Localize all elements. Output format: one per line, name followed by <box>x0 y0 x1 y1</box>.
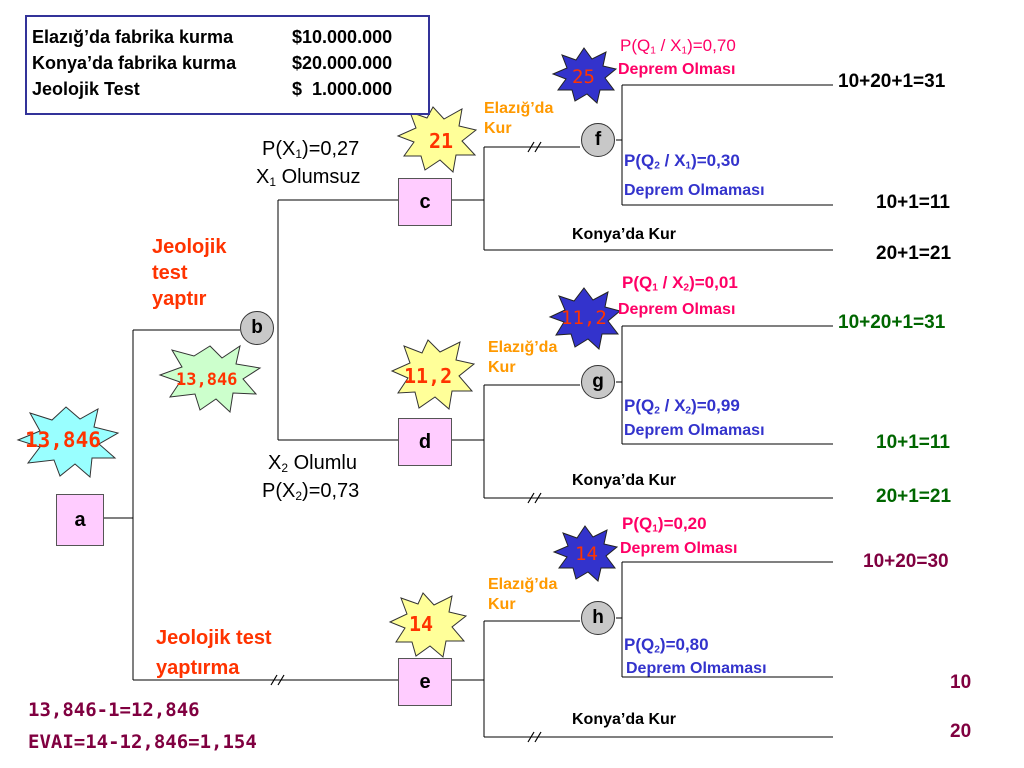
outcome-c3: 20+1=21 <box>876 243 952 264</box>
cost-info-box: Elazığ’da fabrika kurma $10.000.000 Kony… <box>25 15 430 115</box>
info-label: Konya’da fabrika kurma <box>32 53 237 73</box>
decision-node-c: c <box>398 178 452 226</box>
x1-label: X1 Olumsuz <box>256 166 361 189</box>
info-amount: $ 1.000.000 <box>292 79 393 99</box>
probability-f-q2: P(Q2 / X1)=0,30 <box>624 151 740 172</box>
info-amount: $10.000.000 <box>292 27 393 47</box>
info-label: Jeolojik Test <box>32 79 140 99</box>
footer-line-2: EVAI=14-12,846=1,154 <box>28 731 257 753</box>
star-value-root: 13,846 <box>25 428 101 452</box>
outcome-d2: 10+1=11 <box>876 432 950 453</box>
branch-label-test: Jeolojik test yaptır <box>152 234 226 312</box>
x2-label: X2 Olumlu <box>268 452 357 475</box>
branch-label-line: test <box>152 262 188 284</box>
star-d <box>390 339 476 410</box>
event-h-q1: Deprem Olması <box>620 540 738 557</box>
star-f <box>551 47 618 104</box>
outcome-c1: 10+20+1=31 <box>838 71 946 92</box>
footer-line-1: 13,846-1=12,846 <box>28 699 200 721</box>
konya-label-d: Konya’da Kur <box>572 472 677 489</box>
event-f-q2: Deprem Olmaması <box>624 182 765 199</box>
event-g-q1: Deprem Olması <box>618 301 736 318</box>
event-f-q1: Deprem Olması <box>618 61 736 78</box>
outcome-d1: 10+20+1=31 <box>838 312 946 333</box>
star-value-e: 14 <box>409 612 434 636</box>
info-label: Elazığ’da fabrika kurma <box>32 27 234 47</box>
star-h <box>552 525 619 582</box>
star-value-d: 11,2 <box>404 364 453 388</box>
branch-label-line: yaptırma <box>156 657 240 679</box>
probability-g-q2: P(Q2 / X2)=0,99 <box>624 396 740 417</box>
info-row: Elazığ’da fabrika kurma $10.000.000 <box>32 24 428 50</box>
probability-h-q2: P(Q2)=0,80 <box>624 635 709 656</box>
branch-label-no-test: Jeolojik test yaptırma <box>156 623 272 683</box>
chance-node-f: f <box>581 123 615 157</box>
branch-label-line: Jeolojik test <box>156 627 272 649</box>
info-amount: $20.000.000 <box>292 53 393 73</box>
star-value-c: 21 <box>429 129 454 153</box>
probability-g-q1: P(Q1 / X2)=0,01 <box>622 273 738 294</box>
star-c <box>396 106 478 173</box>
konya-label-e: Konya’da Kur <box>572 711 677 728</box>
star-value-h: 14 <box>575 543 598 565</box>
x2-probability: P(X2)=0,73 <box>262 480 360 503</box>
info-row: Konya’da fabrika kurma $20.000.000 <box>32 50 428 76</box>
info-row: Jeolojik Test $ 1.000.000 <box>32 76 428 102</box>
outcome-e1: 10+20=30 <box>863 551 949 572</box>
decision-node-e: e <box>398 658 452 706</box>
outcome-e2: 10 <box>950 672 972 693</box>
konya-label-c: Konya’da Kur <box>572 226 677 243</box>
star-g <box>548 287 622 350</box>
chance-node-h: h <box>581 601 615 635</box>
star-b <box>158 344 262 414</box>
star-value-g: 11,2 <box>561 307 607 329</box>
star-value-b: 13,846 <box>176 370 238 390</box>
decision-node-d: d <box>398 418 452 466</box>
event-g-q2: Deprem Olmaması <box>624 422 765 439</box>
star-e <box>388 592 468 658</box>
outcome-c2: 10+1=11 <box>876 192 950 213</box>
chance-node-g: g <box>581 365 615 399</box>
chance-node-b: b <box>240 311 274 345</box>
outcome-d3: 20+1=21 <box>876 486 952 507</box>
probability-h-q1: P(Q1)=0,20 <box>622 514 707 535</box>
probability-f-q1: P(Q1 / X1)=0,70 <box>620 36 736 57</box>
star-root <box>16 406 120 479</box>
event-h-q2: Deprem Olmaması <box>626 660 767 677</box>
x1-probability: P(X1)=0,27 <box>262 138 360 161</box>
decision-node-a: a <box>56 494 104 546</box>
star-value-f: 25 <box>572 66 595 88</box>
branch-label-line: Jeolojik <box>152 236 227 258</box>
outcome-e3: 20 <box>950 721 972 742</box>
branch-label-line: yaptır <box>152 288 207 310</box>
